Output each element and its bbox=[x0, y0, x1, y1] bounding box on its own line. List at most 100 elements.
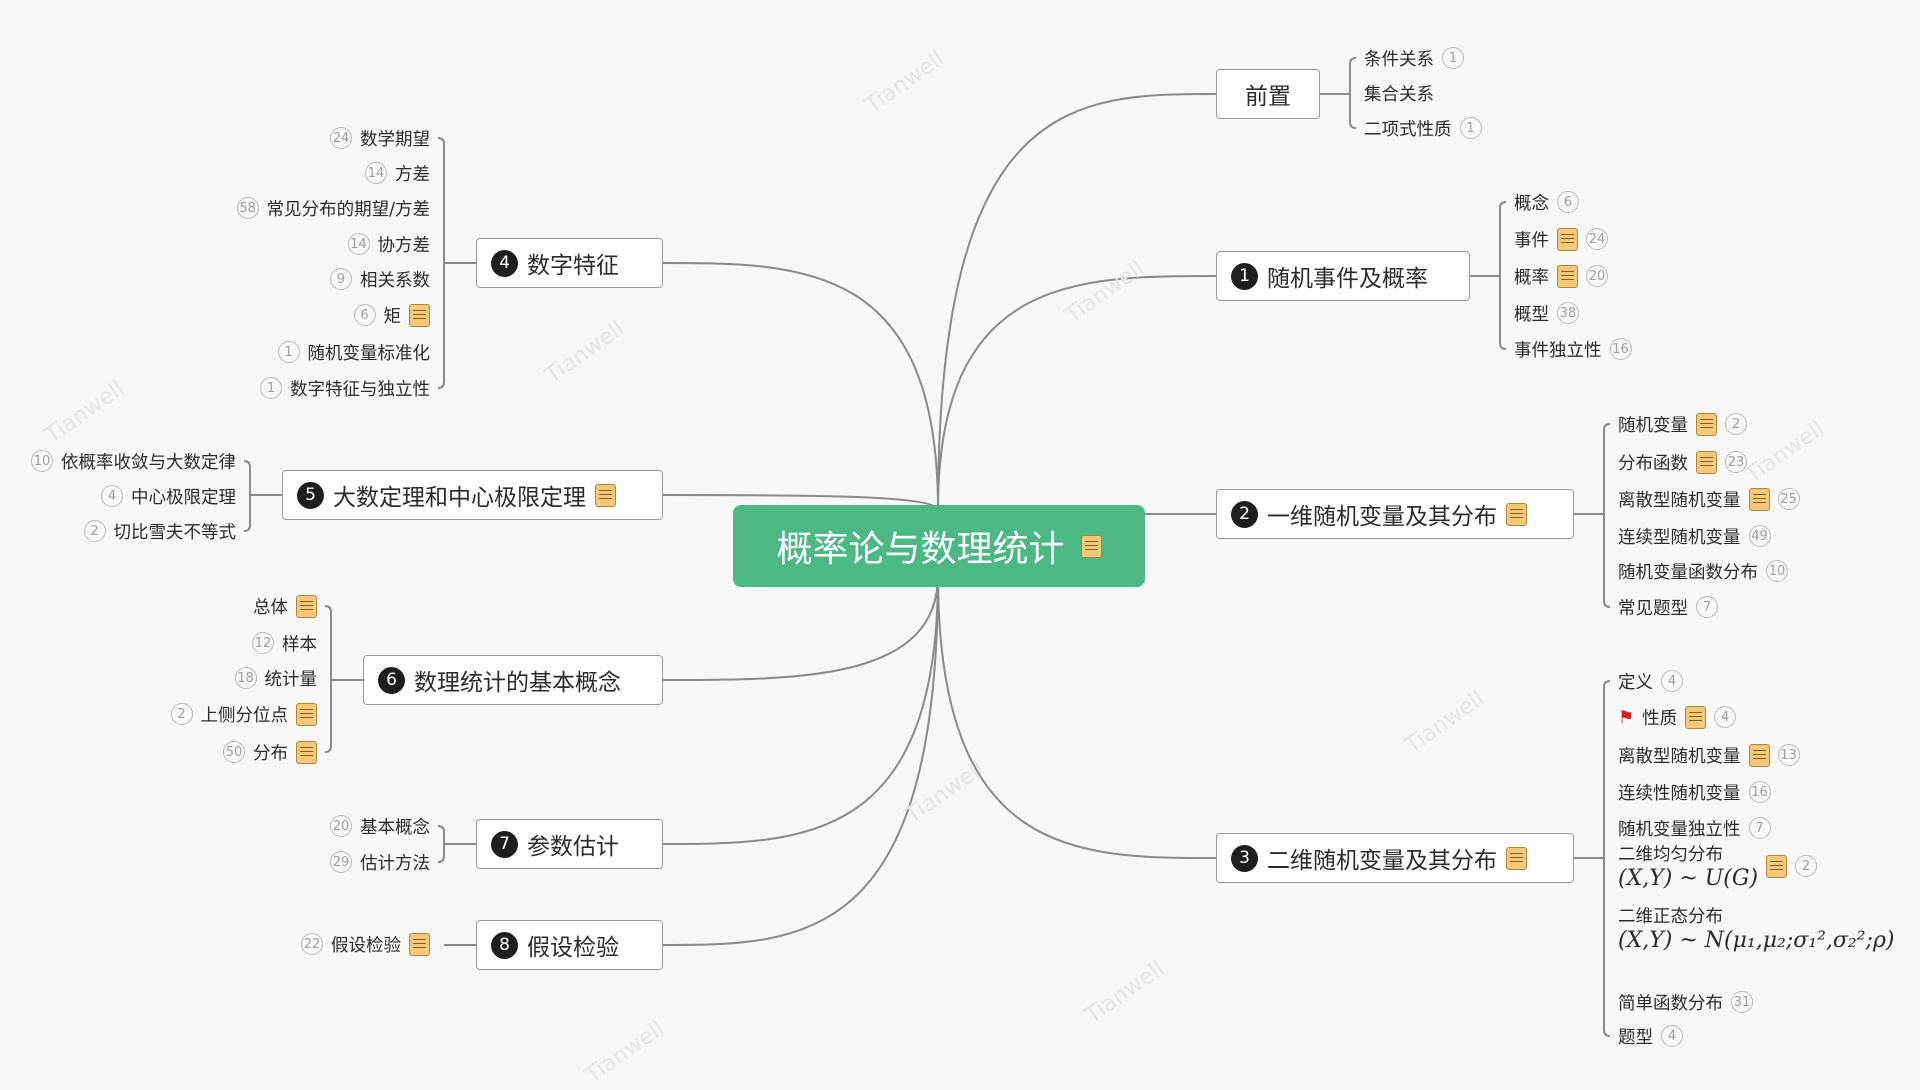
subtopic-label: 常见题型 bbox=[1618, 598, 1688, 619]
note-icon[interactable] bbox=[296, 740, 317, 764]
subtopic[interactable]: 20 基本概念 bbox=[330, 812, 430, 840]
note-icon[interactable] bbox=[1506, 502, 1527, 526]
count-badge: 1 bbox=[277, 341, 300, 363]
bracket-line bbox=[1499, 201, 1507, 350]
count-badge: 6 bbox=[353, 304, 376, 326]
note-icon[interactable] bbox=[1557, 264, 1578, 288]
subtopic-label: 矩 bbox=[383, 306, 402, 327]
count-badge: 1 bbox=[1459, 117, 1482, 139]
note-icon[interactable] bbox=[1766, 854, 1788, 878]
note-icon[interactable] bbox=[595, 483, 616, 507]
subtopic-with-formula: 二维正态分布(X,Y) ~ N(μ₁,μ₂;σ₁²,σ₂²;ρ) bbox=[1618, 903, 1894, 953]
count-badge: 10 bbox=[31, 450, 53, 472]
topic-number-icon: 5 bbox=[297, 481, 324, 509]
note-icon[interactable] bbox=[296, 594, 317, 618]
branch-topic-prelim[interactable]: 前置 bbox=[1216, 69, 1320, 119]
note-icon[interactable] bbox=[1696, 450, 1717, 474]
count-badge: 4 bbox=[1714, 706, 1737, 728]
subtopic-label: 方差 bbox=[395, 164, 430, 185]
note-icon[interactable] bbox=[409, 932, 430, 956]
subtopic[interactable]: 二维均匀分布(X,Y) ~ U(G)2 bbox=[1618, 835, 1818, 897]
subtopic-label: 概型 bbox=[1514, 304, 1549, 325]
subtopic[interactable]: 1 随机变量标准化 bbox=[277, 338, 431, 366]
note-icon[interactable] bbox=[409, 303, 430, 327]
subtopic-label: 随机变量标准化 bbox=[307, 343, 431, 364]
note-icon[interactable] bbox=[1748, 743, 1770, 767]
bracket-line bbox=[437, 137, 445, 389]
branch-topic-label: 假设检验 bbox=[527, 935, 619, 961]
count-badge: 4 bbox=[1661, 670, 1683, 692]
bracket-line bbox=[1603, 423, 1611, 608]
topic-number-icon: 8 bbox=[491, 931, 518, 959]
note-icon[interactable] bbox=[1696, 412, 1717, 436]
subtopic[interactable]: 总体 bbox=[253, 592, 317, 620]
count-badge: 25 bbox=[1777, 488, 1800, 510]
note-icon[interactable] bbox=[1080, 534, 1102, 558]
subtopic-label: 估计方法 bbox=[360, 853, 430, 874]
count-badge: 20 bbox=[330, 815, 352, 837]
branch-topic-8[interactable]: 8 假设检验 bbox=[476, 920, 663, 970]
subtopic[interactable]: 二维正态分布(X,Y) ~ N(μ₁,μ₂;σ₁²,σ₂²;ρ) bbox=[1618, 897, 1894, 959]
subtopic-label: 二维正态分布 bbox=[1618, 907, 1723, 927]
subtopic[interactable]: 集合关系 bbox=[1364, 79, 1434, 107]
root-topic[interactable]: 概率论与数理统计 bbox=[733, 505, 1145, 587]
count-badge: 12 bbox=[252, 632, 274, 654]
bracket-line bbox=[437, 825, 445, 863]
count-badge: 31 bbox=[1731, 991, 1753, 1013]
note-icon[interactable] bbox=[1506, 846, 1527, 870]
note-icon[interactable] bbox=[296, 702, 317, 726]
count-badge: 58 bbox=[236, 197, 259, 219]
subtopic-label: 协方差 bbox=[377, 235, 431, 256]
branch-connector bbox=[937, 93, 1217, 511]
note-icon[interactable] bbox=[1685, 705, 1707, 729]
subtopic-label: 基本概念 bbox=[360, 817, 430, 838]
count-badge: 20 bbox=[1586, 265, 1608, 287]
note-icon[interactable] bbox=[1748, 487, 1770, 511]
note-icon[interactable] bbox=[1557, 227, 1578, 251]
topic-number-icon: 3 bbox=[1231, 844, 1258, 872]
